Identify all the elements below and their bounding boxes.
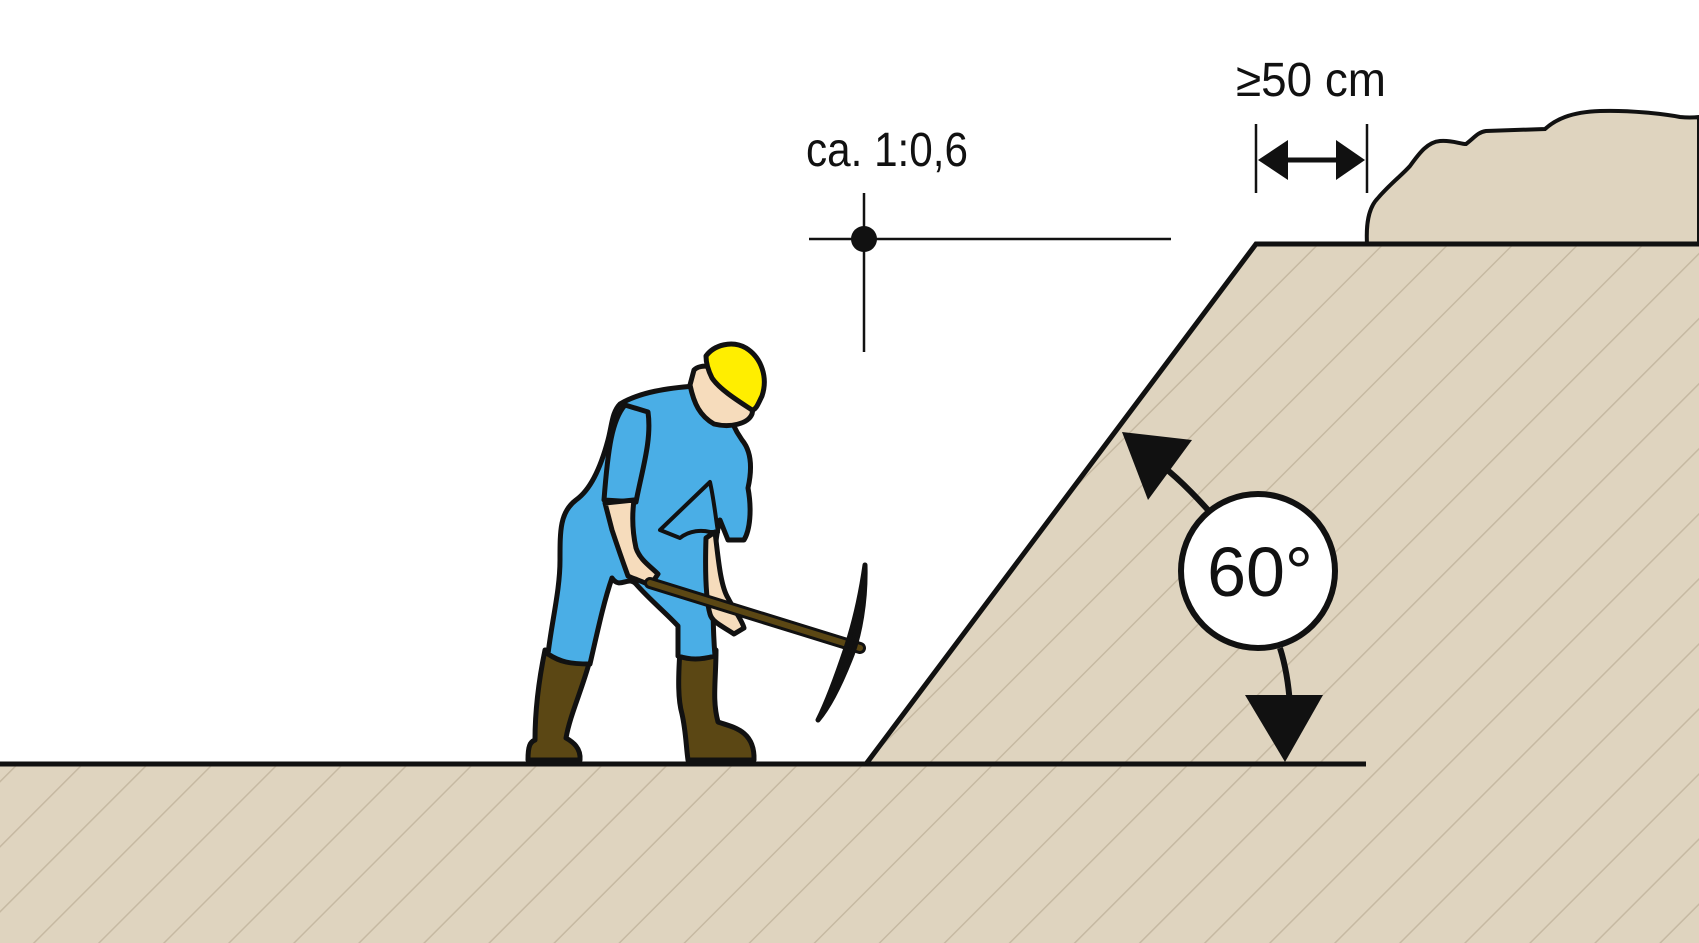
arrow-down-icon [1245,695,1323,762]
helmet-icon [703,341,767,413]
crosshair-icon [851,226,877,252]
angle-badge [1178,491,1338,651]
back-boot [525,647,593,763]
arrow-right-icon [1336,140,1365,180]
arrow-left-icon [1258,140,1288,180]
edge-distance-dimension [1254,124,1369,193]
pickaxe-head [815,562,868,723]
worker-with-pickaxe-icon [525,341,868,763]
spoil-heap [1364,108,1699,246]
slope-outline [864,241,1699,766]
arrow-up-left-icon [1122,432,1192,500]
front-boot [676,647,757,763]
angle-label: 60° [1207,533,1313,611]
angle-indicator [1122,432,1338,762]
slope-ratio-label: ca. 1:0,6 [806,124,968,177]
slope-ratio-marker [809,193,1171,352]
edge-distance-label: ≥50 cm [1236,54,1386,107]
